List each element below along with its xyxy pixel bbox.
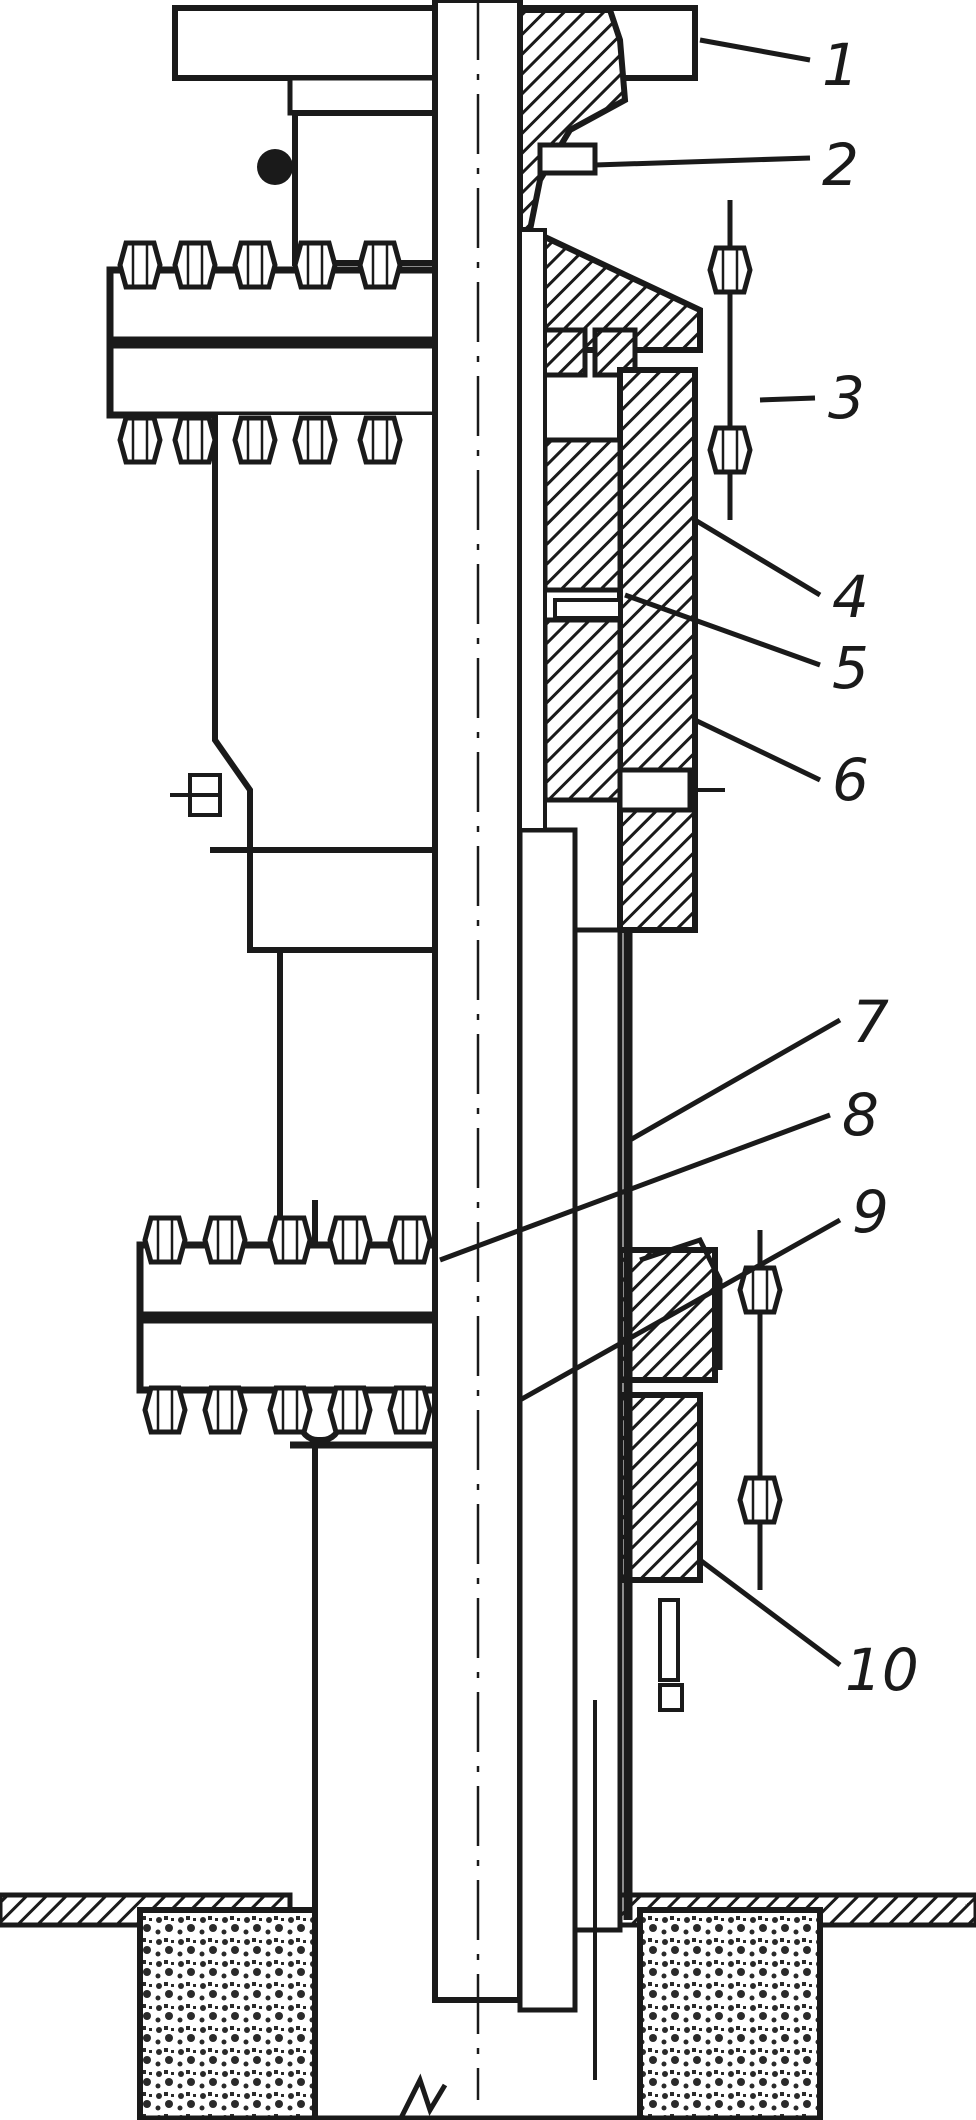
callout-2: 2 [822, 131, 859, 199]
callout-labels: 1 2 3 4 5 6 7 8 9 10 [822, 31, 919, 1704]
upper-body [106, 5, 698, 1394]
callout-6: 6 [832, 746, 869, 814]
callout-10: 10 [845, 1636, 919, 1704]
callout-8: 8 [842, 1081, 879, 1149]
ground-and-foundation [0, 1892, 976, 2120]
side-studs [710, 200, 780, 1590]
callout-9: 9 [852, 1178, 889, 1246]
leader-lines [439, 37, 842, 1667]
callout-4: 4 [832, 563, 869, 631]
callout-5: 5 [832, 634, 869, 702]
stem-tubes [432, 0, 633, 2100]
callout-1: 1 [822, 31, 859, 99]
callout-3: 3 [828, 364, 865, 432]
callout-7: 7 [852, 988, 889, 1056]
